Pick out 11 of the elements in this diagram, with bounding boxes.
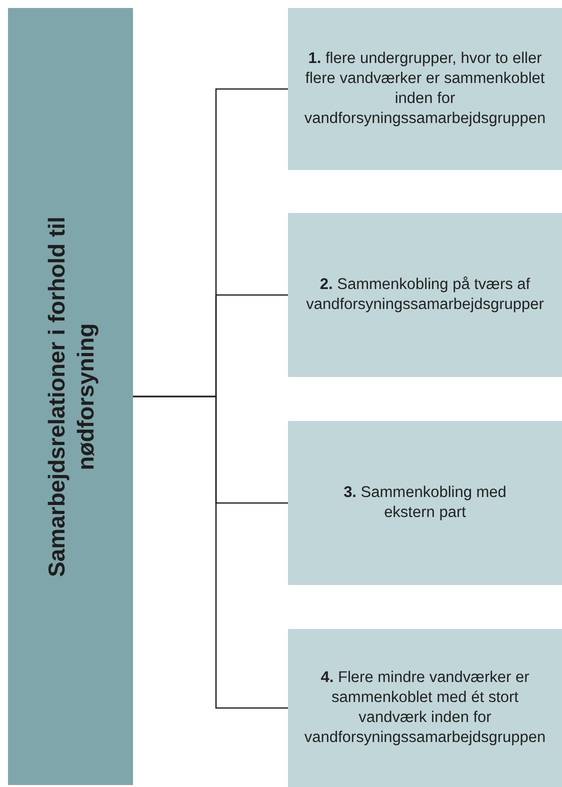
connector-line bbox=[133, 396, 288, 709]
category-box bbox=[288, 213, 562, 377]
heading-text: Samarbejdsrelationer i forhold til nødforsyning bbox=[42, 215, 100, 579]
category-box bbox=[288, 421, 562, 585]
title-band bbox=[8, 8, 133, 785]
box-text: 3. Sammenkobling med ekstern part bbox=[342, 482, 508, 523]
box-text: 1. flere undergrupper, hvor to eller flere vandværker er sammenkoblet inden for vandforsyningssamarbejdsgruppen bbox=[303, 48, 547, 130]
category-box bbox=[288, 8, 562, 170]
box-text: 2. Sammenkobling på tværs af vandforsyningssamarbejdsgrupper bbox=[305, 274, 545, 315]
box-text: 4. Flere mindre vandværker er sammenkoblet med ét stort vandværk inden for vandforsyningssamarbejdsgruppen bbox=[303, 668, 547, 748]
category-box bbox=[288, 629, 562, 787]
